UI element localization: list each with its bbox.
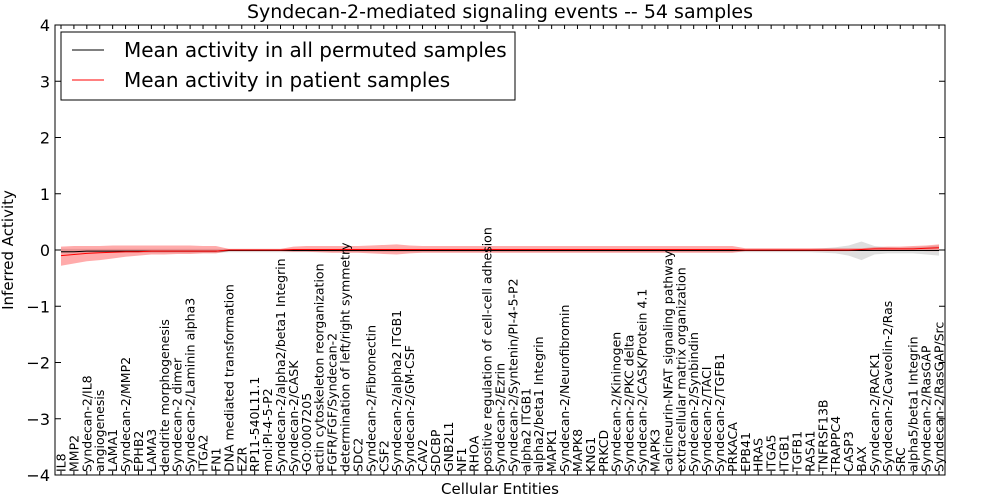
x-tick-label: TRAPPC4 xyxy=(828,416,843,473)
x-tick-label: EPB41 xyxy=(738,432,753,472)
legend-box xyxy=(60,31,516,101)
x-tick-label: MAPK3 xyxy=(647,429,662,472)
x-tick-label: Syndecan-2/RasGAP/Src xyxy=(932,322,947,472)
x-tick-label: Syndecan-2/Syntenin/PI-4-5-P2 xyxy=(505,278,520,472)
x-tick-label: CSF2 xyxy=(376,440,391,472)
legend-label: Mean activity in patient samples xyxy=(124,68,450,92)
x-tick-label: ITGB1 xyxy=(777,434,792,472)
x-tick-label: calcineurin-NFAT signaling pathway xyxy=(660,250,675,472)
x-tick-label: CASP3 xyxy=(841,431,856,472)
legend-label: Mean activity in all permuted samples xyxy=(124,38,507,62)
x-tick-label: SDC2 xyxy=(350,438,365,472)
x-tick-label: Syndecan-2/RACK1 xyxy=(867,353,882,472)
x-tick-label: Syndecan-2/Ezrin xyxy=(493,363,508,472)
y-tick-label: −1 xyxy=(26,297,50,316)
y-tick-label: 3 xyxy=(40,72,50,91)
x-tick-label: PRKACA xyxy=(725,422,740,472)
y-tick-label: −3 xyxy=(26,410,50,429)
x-tick-label: ITGA5 xyxy=(764,434,779,472)
x-axis-labels: IL8MMP2Syndecan-2/IL8angiogenesisLAMA1Sy… xyxy=(54,25,947,475)
confidence-bands xyxy=(61,241,939,266)
x-tick-label: HRAS xyxy=(751,438,766,472)
y-tick-label: 0 xyxy=(40,241,50,260)
y-axis: −4 −3 −2 −1 0 1 2 3 4 xyxy=(26,16,945,485)
x-tick-label: Syndecan-2/PKC delta xyxy=(622,335,637,472)
x-tick-label: Syndecan-2/alpha2/beta1 Integrin xyxy=(273,258,288,472)
x-tick-label: extracellular matrix organization xyxy=(673,267,688,472)
x-tick-label: Syndecan-2/MMP2 xyxy=(118,357,133,472)
x-tick-label: RASA1 xyxy=(802,431,817,472)
x-tick-label: Syndecan-2/Kininogen xyxy=(609,332,624,472)
x-tick-label: Syndecan-2/CASK xyxy=(286,360,301,472)
y-tick-label: 4 xyxy=(40,16,50,35)
x-tick-label: EZR xyxy=(234,447,249,472)
y-tick-label: 2 xyxy=(40,129,50,148)
x-tick-label: ITGA2 xyxy=(196,434,211,472)
x-tick-label: Syndecan-2/Caveolin-2/Ras xyxy=(880,301,895,472)
x-axis-title: Cellular Entities xyxy=(441,480,559,498)
x-tick-label: GNB2L1 xyxy=(441,422,456,472)
y-tick-label: −2 xyxy=(26,354,50,373)
x-tick-label: Syndecan-2/IL8 xyxy=(79,375,94,472)
x-tick-label: alpha2 ITGB1 xyxy=(518,388,533,472)
x-tick-label: MMP2 xyxy=(66,435,81,472)
x-tick-label: EPHB2 xyxy=(131,431,146,472)
x-tick-label: Syndecan-2/Synbindin xyxy=(686,332,701,472)
x-tick-label: alpha5/beta1 Integrin xyxy=(906,336,921,472)
x-tick-label: TNFRSF13B xyxy=(815,400,830,473)
x-tick-label: LAMA1 xyxy=(105,429,120,472)
x-tick-label: SRC xyxy=(893,447,908,472)
y-tick-label: −4 xyxy=(26,466,50,485)
x-tick-label: Syndecan-2/CASK/Protein 4.1 xyxy=(635,289,650,472)
x-tick-label: actin cytoskeleton reorganization xyxy=(312,263,327,472)
x-tick-label: TGFB1 xyxy=(789,431,804,473)
x-tick-label: RHOA xyxy=(467,435,482,472)
x-tick-label: angiogenesis xyxy=(92,390,107,472)
series-lines xyxy=(60,247,940,257)
x-tick-label: BAX xyxy=(854,446,869,472)
y-axis-title: Inferred Activity xyxy=(0,190,17,310)
chart-title: Syndecan-2-mediated signaling events -- … xyxy=(247,1,753,23)
x-tick-label: Syndecan-2/GM-CSF xyxy=(402,345,417,472)
x-tick-label: Syndecan-2/TGFB1 xyxy=(712,353,727,472)
x-tick-label: Syndecan-2/alpha2 ITGB1 xyxy=(389,310,404,472)
x-tick-label: Syndecan-2/Fibronectin xyxy=(363,325,378,472)
x-tick-label: mol:PI-4-5-P2 xyxy=(260,388,275,472)
x-tick-label: DNA mediated transformation xyxy=(221,284,236,472)
x-tick-label: RP11-540L11.1 xyxy=(247,377,262,472)
x-tick-label: MAPK8 xyxy=(570,429,585,472)
x-tick-label: PRKCD xyxy=(596,430,611,472)
x-tick-label: FGFR/FGF/Syndecan-2 xyxy=(325,333,340,472)
x-tick-label: dendrite morphogenesis xyxy=(157,319,172,472)
x-tick-label: Syndecan-2/Laminin alpha3 xyxy=(183,298,198,472)
x-tick-label: IL8 xyxy=(54,453,69,472)
x-tick-label: Syndecan-2/RasGAP xyxy=(919,345,934,472)
legend: Mean activity in all permuted samplesMea… xyxy=(60,31,516,101)
x-tick-label: Syndecan-2 dimer xyxy=(170,357,185,472)
x-tick-label: MAPK1 xyxy=(544,429,559,472)
x-tick-label: KNG1 xyxy=(583,437,598,472)
x-tick-label: GO:0007205 xyxy=(299,393,314,472)
y-tick-label: 1 xyxy=(40,185,50,204)
x-tick-label: NF1 xyxy=(454,448,469,473)
x-tick-label: FN1 xyxy=(208,448,223,473)
x-tick-label: CAV2 xyxy=(415,439,430,472)
x-tick-label: positive regulation of cell-cell adhesio… xyxy=(480,227,495,472)
line-series-2 xyxy=(60,247,940,257)
band-series-2 xyxy=(61,244,939,266)
x-tick-label: Syndecan-2/TACI xyxy=(699,367,714,472)
x-tick-label: determination of left/right symmetry xyxy=(338,242,353,472)
x-tick-label: SDCBP xyxy=(428,429,443,472)
x-tick-label: LAMA3 xyxy=(144,429,159,472)
x-tick-label: alpha2/beta1 Integrin xyxy=(531,336,546,472)
x-tick-label: Syndecan-2/Neurofibromin xyxy=(557,305,572,472)
